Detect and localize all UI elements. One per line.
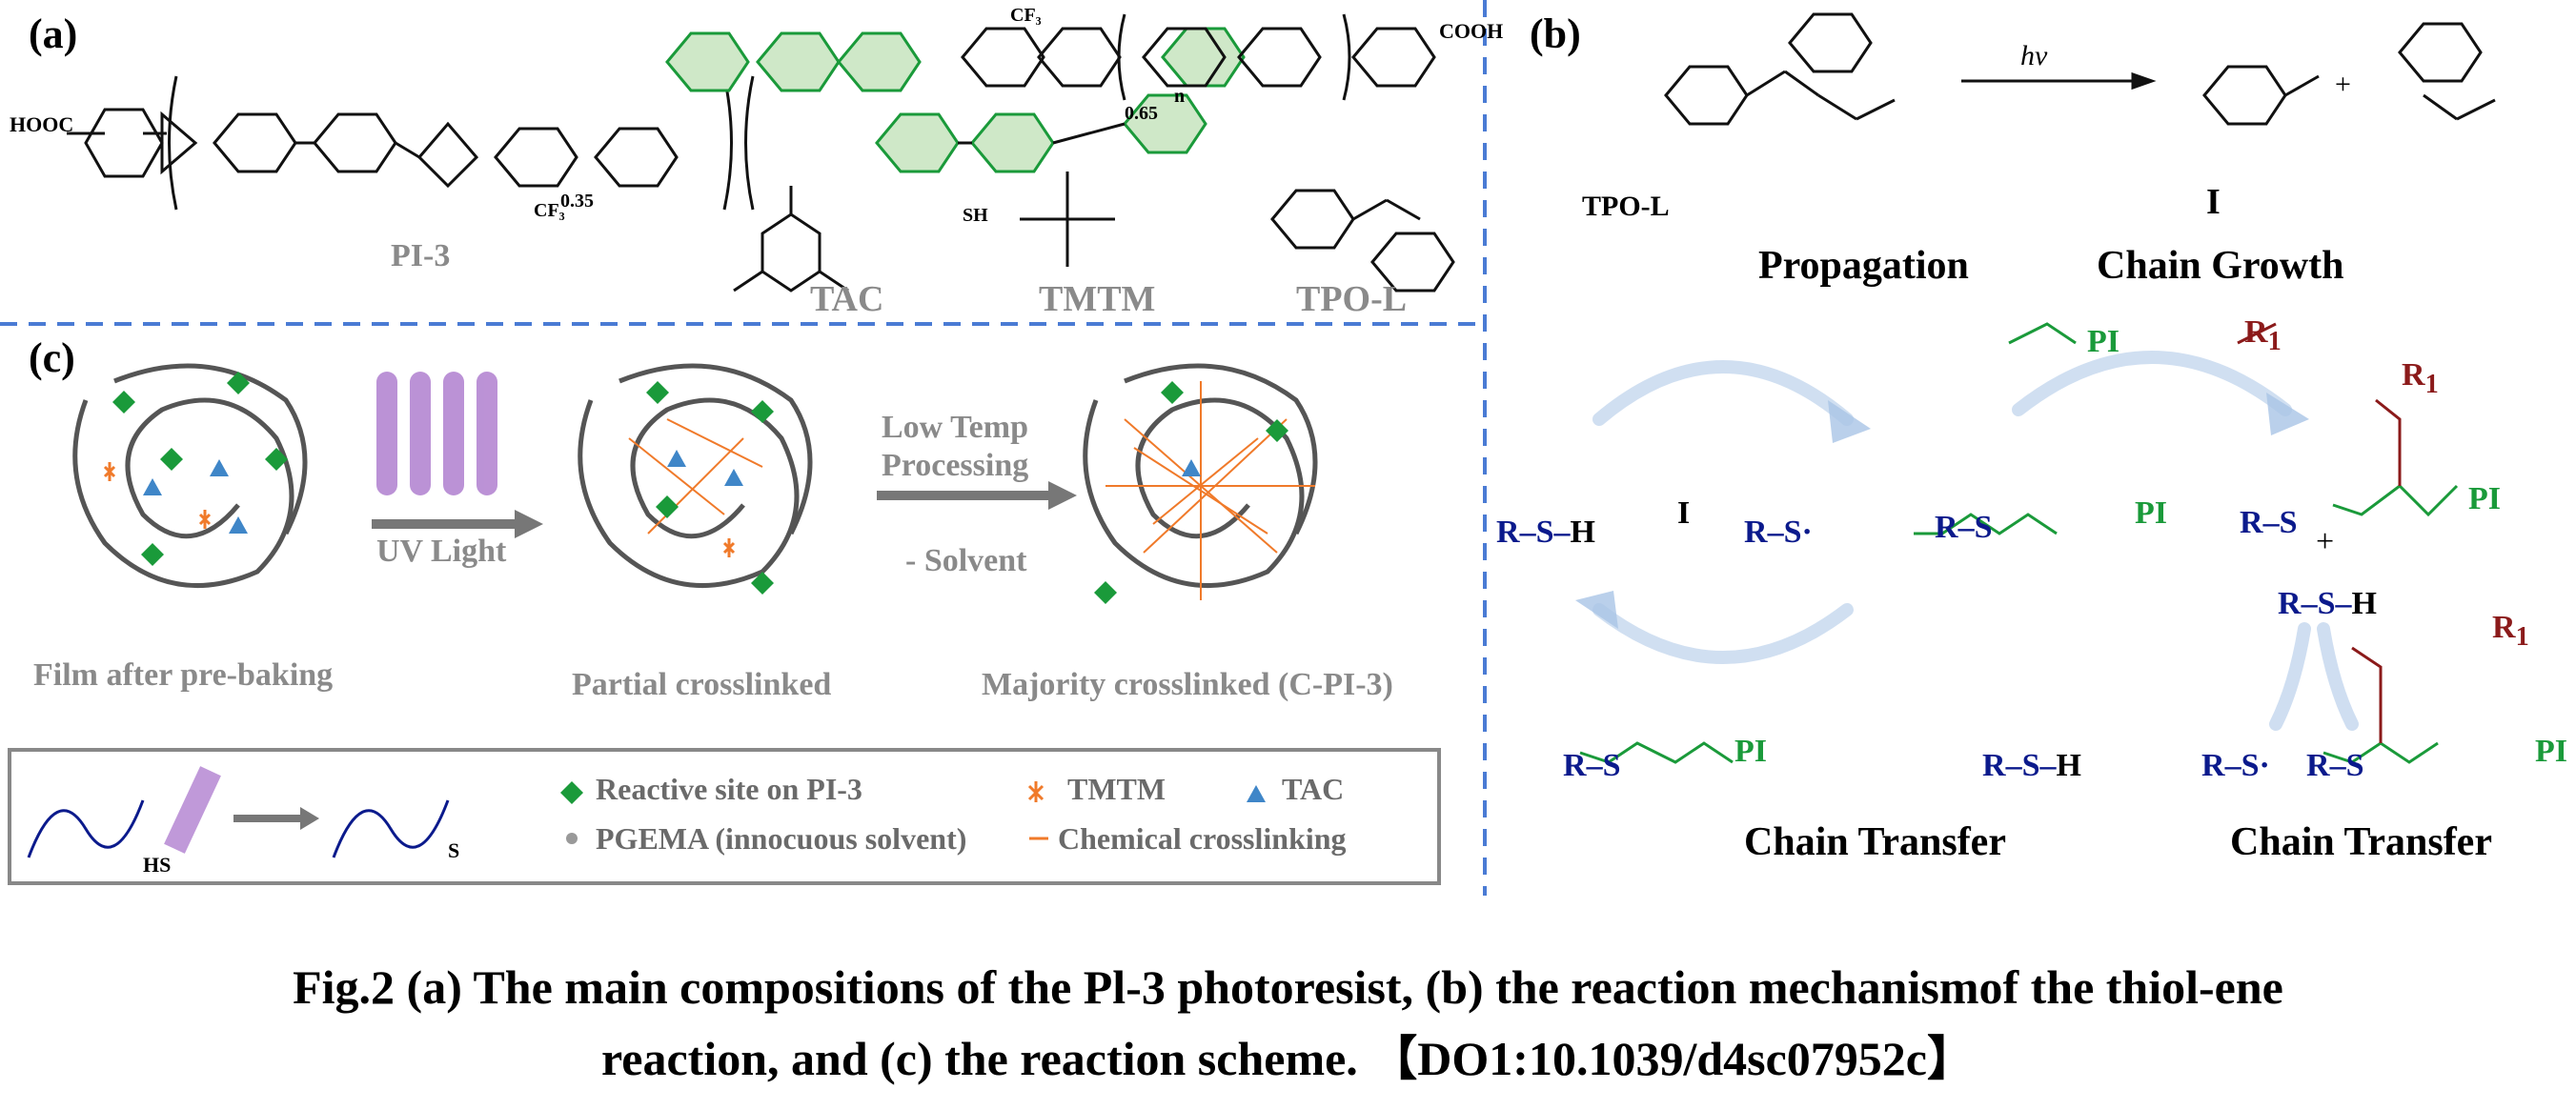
hv-label: hv (2020, 40, 2048, 71)
panel-b-mechanism (1575, 12, 2496, 764)
pi-label-5: PI (2535, 734, 2567, 769)
polymer-chain-2 (578, 397, 800, 589)
reactive-site-icon (1161, 381, 1184, 404)
legend-dot-icon (566, 833, 578, 844)
benzene-ring (313, 112, 397, 173)
panel-c-scheme (8, 363, 1441, 885)
legend-box (8, 748, 1441, 885)
polymer-chain-3b (1124, 363, 1318, 535)
legend-crosslinking: Chemical crosslinking (1058, 821, 1347, 856)
sh-label: SH (963, 205, 988, 226)
legend-tac: TAC (1282, 772, 1345, 806)
rsh-3: R–S–H (1982, 748, 2081, 783)
legend-tmtm: TMTM (1067, 772, 1166, 806)
reactive-site-icon (141, 543, 164, 566)
tpol-label: TPO-L (1296, 279, 1408, 319)
legend-triangle-icon (1247, 785, 1266, 802)
cf3-label-2: CF₃ (1010, 5, 1042, 26)
panel-b-label: (b) (1530, 10, 1581, 57)
pi-label-4: PI (1734, 734, 1767, 769)
radical-label: I (2206, 182, 2221, 222)
chain-growth-label: Chain Growth (2097, 244, 2344, 288)
film-label: Film after pre-baking (33, 657, 334, 693)
r1-label-3: R1 (2492, 610, 2529, 652)
rs-chain-1: R–S (1935, 510, 1993, 545)
s-label: S (448, 838, 460, 862)
uv-light-icon (376, 372, 497, 495)
processing-label: Processing (882, 448, 1029, 483)
sub-065: 0.65 (1125, 103, 1158, 124)
uv-light-label: UV Light (376, 534, 507, 569)
reactive-site-icon (751, 400, 774, 423)
pi-label-2: PI (2135, 495, 2167, 531)
phenyl-ring (1788, 12, 1873, 73)
mesityl-ring (1664, 65, 1749, 126)
legend-diamond-icon (560, 781, 583, 804)
chain-transfer-right: Chain Transfer (2230, 820, 2492, 864)
init-label: I (1677, 495, 1691, 531)
rs-radical-1: R–S· (1744, 515, 1813, 550)
legend-reactive-site: Reactive site on PI-3 (596, 772, 862, 806)
reactive-site-icon (112, 391, 135, 414)
polymer-chain-1b (113, 363, 308, 535)
reactive-site-icon (160, 448, 183, 471)
low-temp-label: Low Temp (882, 410, 1028, 445)
rs-radical-2: R–S· (2201, 748, 2270, 783)
reactive-site-icon (656, 495, 679, 518)
reactive-site-icon (1094, 581, 1117, 604)
propagation-label: Propagation (1758, 244, 1969, 288)
sub-n: n (1174, 86, 1186, 107)
caption-line-1: Fig.2 (a) The main compositions of the P… (293, 960, 2283, 1014)
benzene-ring (213, 112, 297, 173)
plus-sign: + (2335, 69, 2351, 100)
rsh-2: R–S–H (2278, 586, 2377, 621)
pi-label-3: PI (2468, 481, 2501, 516)
reactive-site-icon (751, 572, 774, 595)
hs-label: HS (143, 853, 172, 877)
tac-label: TAC (810, 279, 884, 319)
cf3-label-1: CF₃ (534, 200, 565, 221)
majority-label: Majority crosslinked (C-PI-3) (982, 667, 1393, 702)
tpol-b-label: TPO-L (1582, 191, 1670, 222)
r1-label-2: R1 (2402, 357, 2439, 399)
solvent-label: - Solvent (905, 543, 1027, 578)
cooh-label: COOH (1439, 19, 1504, 43)
reactive-site-icon (1266, 419, 1288, 442)
legend-pgema: PGEMA (innocuous solvent) (596, 821, 967, 856)
benzene-ring (594, 127, 679, 188)
rs-chain-3: R–S (1563, 748, 1621, 783)
panel-a-label: (a) (29, 10, 78, 57)
panel-a-structures (67, 13, 1455, 293)
polymer-chain-2b (619, 363, 813, 535)
chain-transfer-left: Chain Transfer (1744, 820, 2006, 864)
rs-chain-2: R–S (2240, 505, 2298, 540)
sub-035: 0.35 (560, 191, 594, 212)
tmtm-label: TMTM (1039, 279, 1156, 319)
reactive-site-icon (227, 372, 250, 394)
polymer-chain-1 (72, 397, 294, 589)
rs-chain-4: R–S (2306, 748, 2364, 783)
polymer-chain-3 (1083, 397, 1305, 589)
rsh-1: R–S–H (1496, 515, 1595, 550)
benzene-ring (494, 127, 578, 188)
reactive-site-icon (265, 448, 288, 471)
r1-label-1: R1 (2244, 314, 2282, 356)
pi-label-1: PI (2087, 324, 2120, 359)
caption-line-2: reaction, and (c) the reaction scheme. 【… (601, 1032, 1975, 1085)
pi3-label: PI-3 (391, 238, 451, 273)
reactive-site-icon (646, 381, 669, 404)
hooc-label: HOOC (10, 112, 74, 136)
uv-beam-icon (164, 766, 221, 854)
legend-star-icon (1027, 781, 1045, 802)
partial-label: Partial crosslinked (572, 667, 832, 702)
plus-sign-2: + (2316, 524, 2335, 559)
panel-c-label: (c) (29, 334, 75, 381)
